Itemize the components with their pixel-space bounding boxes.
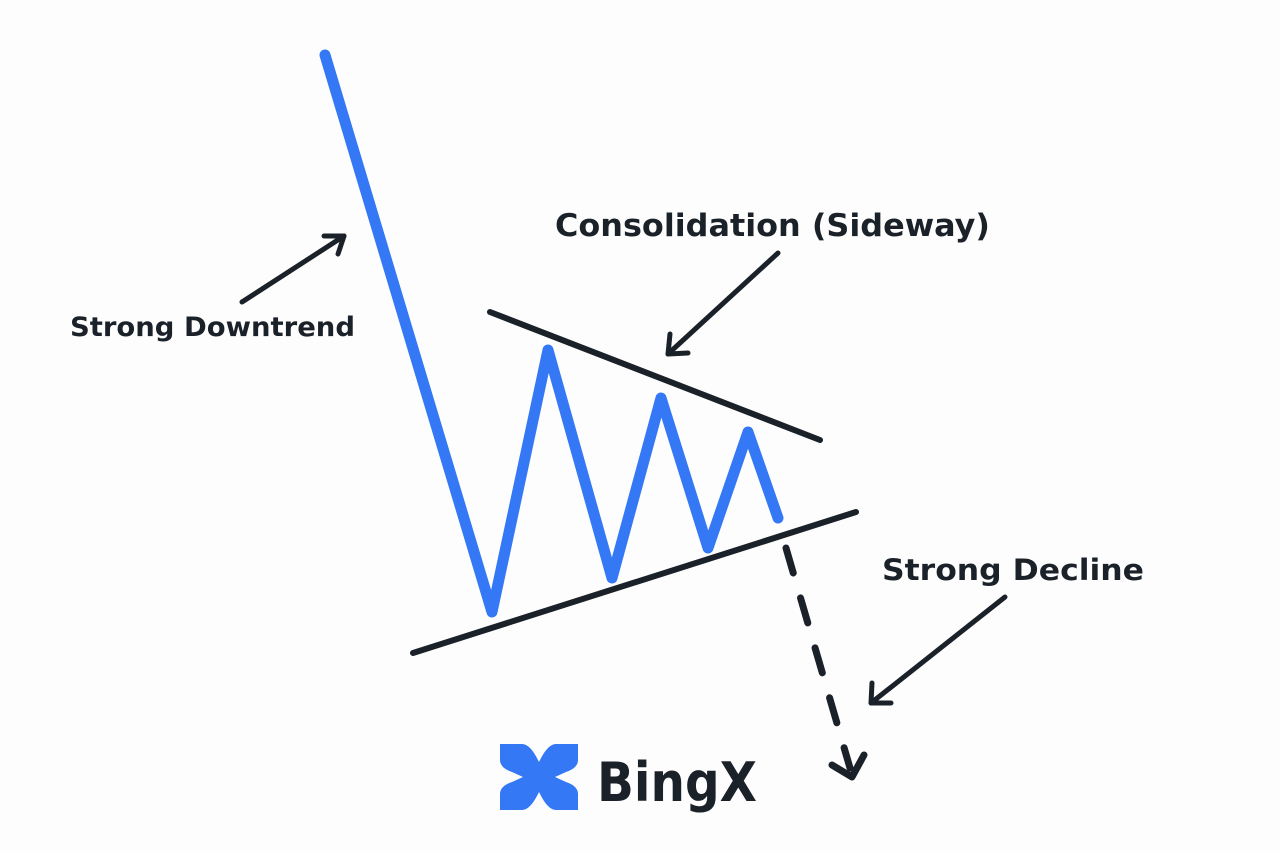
downtrend-arrow-icon bbox=[239, 233, 347, 305]
downtrend-label: Strong Downtrend bbox=[70, 312, 355, 343]
decline-arrow-icon bbox=[868, 594, 1008, 706]
consolidation-arrow-icon bbox=[665, 250, 781, 357]
lower-trendline bbox=[410, 509, 859, 656]
projected-decline-dashed-line bbox=[782, 544, 854, 772]
projected-decline-arrowhead bbox=[828, 751, 868, 781]
upper-trendline bbox=[487, 309, 823, 443]
decline-label: Strong Decline bbox=[882, 553, 1144, 587]
price-line bbox=[319, 49, 784, 618]
bingx-wordmark: BingX bbox=[597, 751, 757, 814]
bingx-x-icon bbox=[500, 744, 578, 810]
consolidation-label: Consolidation (Sideway) bbox=[555, 208, 990, 244]
bingx-logo: BingX bbox=[500, 744, 757, 814]
